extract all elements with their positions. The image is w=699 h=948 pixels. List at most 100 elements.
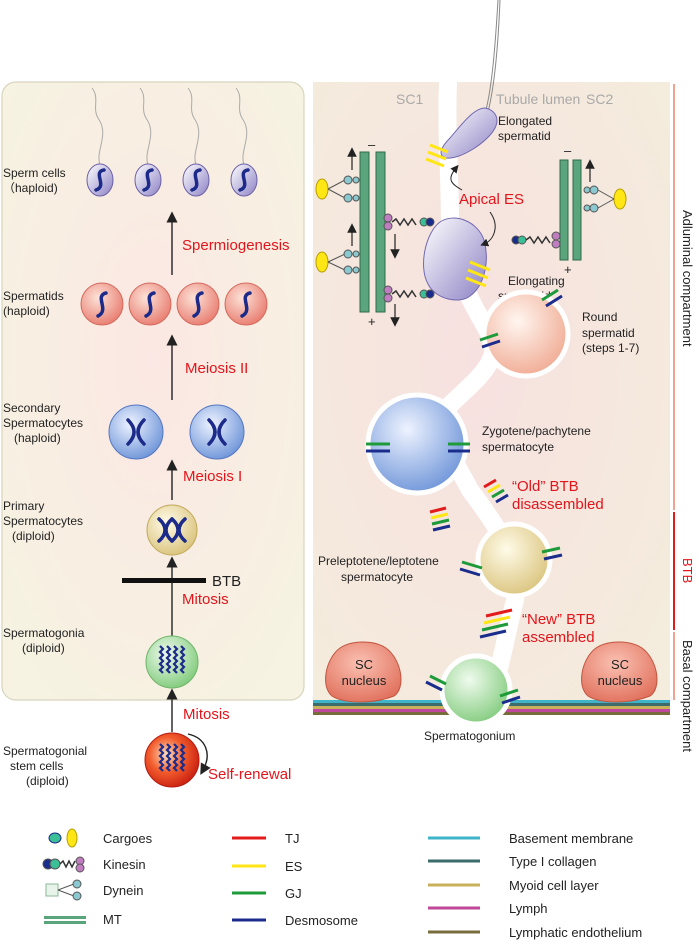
apical-es-arrow-down xyxy=(480,211,496,247)
spermatogonia-cell xyxy=(145,635,199,689)
sc1-minus: – xyxy=(368,137,376,152)
label-sc-nucleus-right-1: SC xyxy=(611,657,629,672)
stem-cell xyxy=(144,732,200,788)
label-preleptotene-1: Preleptotene/leptotene xyxy=(318,554,439,568)
arrow-self-renewal xyxy=(187,733,211,775)
legend-basement-membrane: Basement membrane xyxy=(428,831,633,846)
svg-text:ES: ES xyxy=(285,859,303,874)
label-old-btb-2: disassembled xyxy=(512,496,604,513)
legend-type1-collagen: Type I collagen xyxy=(428,854,596,869)
secondary-spermatocyte-cell xyxy=(189,404,245,460)
spermatids xyxy=(80,282,268,326)
label-secondary-2: Spermatocytes xyxy=(3,416,83,430)
svg-text:Basement membrane: Basement membrane xyxy=(509,831,633,846)
label-sc2: SC2 xyxy=(586,91,613,107)
sc-nucleus-left: SC nucleus xyxy=(325,641,402,703)
svg-text:Type I collagen: Type I collagen xyxy=(509,854,596,869)
label-spermatogonia: Spermatogonia xyxy=(3,626,85,640)
label-stem-ploidy: (diploid) xyxy=(26,774,69,788)
label-old-btb-1: “Old” BTB xyxy=(512,478,579,495)
label-round-2: spermatid xyxy=(582,326,635,340)
label-elongating-1: Elongating xyxy=(508,274,565,288)
apical-es-arrow-up xyxy=(450,164,463,191)
label-secondary-1: Secondary xyxy=(3,401,60,415)
svg-text:GJ: GJ xyxy=(285,886,302,901)
legend-mt: MT xyxy=(44,912,122,927)
legend-lymphatic-endothelium: Lymphatic endothelium xyxy=(428,925,642,940)
primary-spermatocyte-cell xyxy=(146,504,198,556)
label-new-btb-1: “New” BTB xyxy=(522,611,595,628)
label-spermiogenesis: Spermiogenesis xyxy=(182,237,290,254)
label-self-renewal: Self-renewal xyxy=(208,766,291,783)
label-preleptotene-2: spermatocyte xyxy=(341,570,413,584)
label-tubule-lumen: Tubule lumen xyxy=(496,91,580,107)
label-zygotene-2: spermatocyte xyxy=(482,440,554,454)
microtubule xyxy=(559,159,569,261)
sc1-microtubules: – + xyxy=(359,137,386,329)
label-spermatogonium: Spermatogonium xyxy=(424,729,515,743)
label-sperm-cells: Sperm cells xyxy=(3,166,66,180)
label-btb-left: BTB xyxy=(212,573,241,590)
sc1-plus: + xyxy=(368,314,376,329)
preleptotene-spermatocyte xyxy=(475,521,553,599)
legend-dynein: Dynein xyxy=(45,879,143,901)
svg-text:Desmosome: Desmosome xyxy=(285,913,358,928)
preleptotene-junctions xyxy=(459,546,563,577)
label-secondary-ploidy: (haploid) xyxy=(14,431,61,445)
label-round-3: (steps 1-7) xyxy=(582,341,639,355)
label-stem-1: Spermatogonial xyxy=(3,744,87,758)
round-spermatid xyxy=(481,289,571,379)
label-sc-nucleus-left-1: SC xyxy=(355,657,373,672)
primary-spermatocyte xyxy=(146,504,198,556)
legend-cargoes: Cargoes xyxy=(48,828,153,848)
legend: Cargoes Kinesin Dynein MT TJ ES xyxy=(42,828,642,940)
svg-text:Lymph: Lymph xyxy=(509,901,548,916)
sc2-microtubules: – + xyxy=(559,143,582,277)
sc1-motor-proteins xyxy=(315,147,435,327)
label-sperm-ploidy: （haploid) xyxy=(3,181,58,195)
apical-es-upper xyxy=(425,143,449,168)
label-elongated-1: Elongated xyxy=(498,114,552,128)
label-spermatogonia-ploidy: (diploid) xyxy=(22,641,65,655)
microtubule xyxy=(572,159,582,261)
label-primary-2: Spermatocytes xyxy=(3,514,83,528)
btb-bar xyxy=(122,578,206,583)
svg-text:Dynein: Dynein xyxy=(103,883,143,898)
right-panel-background xyxy=(313,82,670,700)
zygotene-junctions xyxy=(366,442,470,453)
label-new-btb-2: assembled xyxy=(522,629,595,646)
legend-gj: GJ xyxy=(232,886,302,901)
label-spermatids-ploidy: (haploid) xyxy=(3,304,50,318)
svg-text:Kinesin: Kinesin xyxy=(103,857,146,872)
label-sc-nucleus-left-2: nucleus xyxy=(342,673,387,688)
svg-text:Myoid cell layer: Myoid cell layer xyxy=(509,878,599,893)
label-zygotene-1: Zygotene/pachytene xyxy=(482,424,591,438)
secondary-spermatocyte-cell xyxy=(108,404,164,460)
sc2-plus: + xyxy=(564,262,572,277)
svg-text:Cargoes: Cargoes xyxy=(103,831,153,846)
svg-text:MT: MT xyxy=(103,912,122,927)
sperm-cells xyxy=(86,163,258,197)
legend-myoid: Myoid cell layer xyxy=(428,878,599,893)
label-meiosis-1: Meiosis I xyxy=(183,468,242,485)
old-btb-junctions xyxy=(429,478,509,532)
cargo-icon xyxy=(613,188,627,210)
apical-es-lower xyxy=(465,260,491,288)
cargo-icon xyxy=(315,251,329,273)
cargo-icon xyxy=(315,178,329,200)
legend-desmosome: Desmosome xyxy=(232,913,358,928)
label-basal: Basal compartment xyxy=(680,640,695,752)
label-sc1: SC1 xyxy=(396,91,423,107)
spermatogonial-stem-cell xyxy=(144,732,200,788)
label-primary-1: Primary xyxy=(3,499,44,513)
label-elongated-2: spermatid xyxy=(498,129,551,143)
sc2-minus: – xyxy=(564,143,572,158)
svg-text:TJ: TJ xyxy=(285,831,299,846)
label-mitosis-upper: Mitosis xyxy=(182,591,229,608)
label-adluminal: Adluminal compartment xyxy=(680,210,695,347)
label-apical-es: Apical ES xyxy=(459,191,524,208)
secondary-spermatocytes xyxy=(108,404,245,460)
label-round-1: Round xyxy=(582,310,617,324)
elongated-tail xyxy=(485,0,499,111)
